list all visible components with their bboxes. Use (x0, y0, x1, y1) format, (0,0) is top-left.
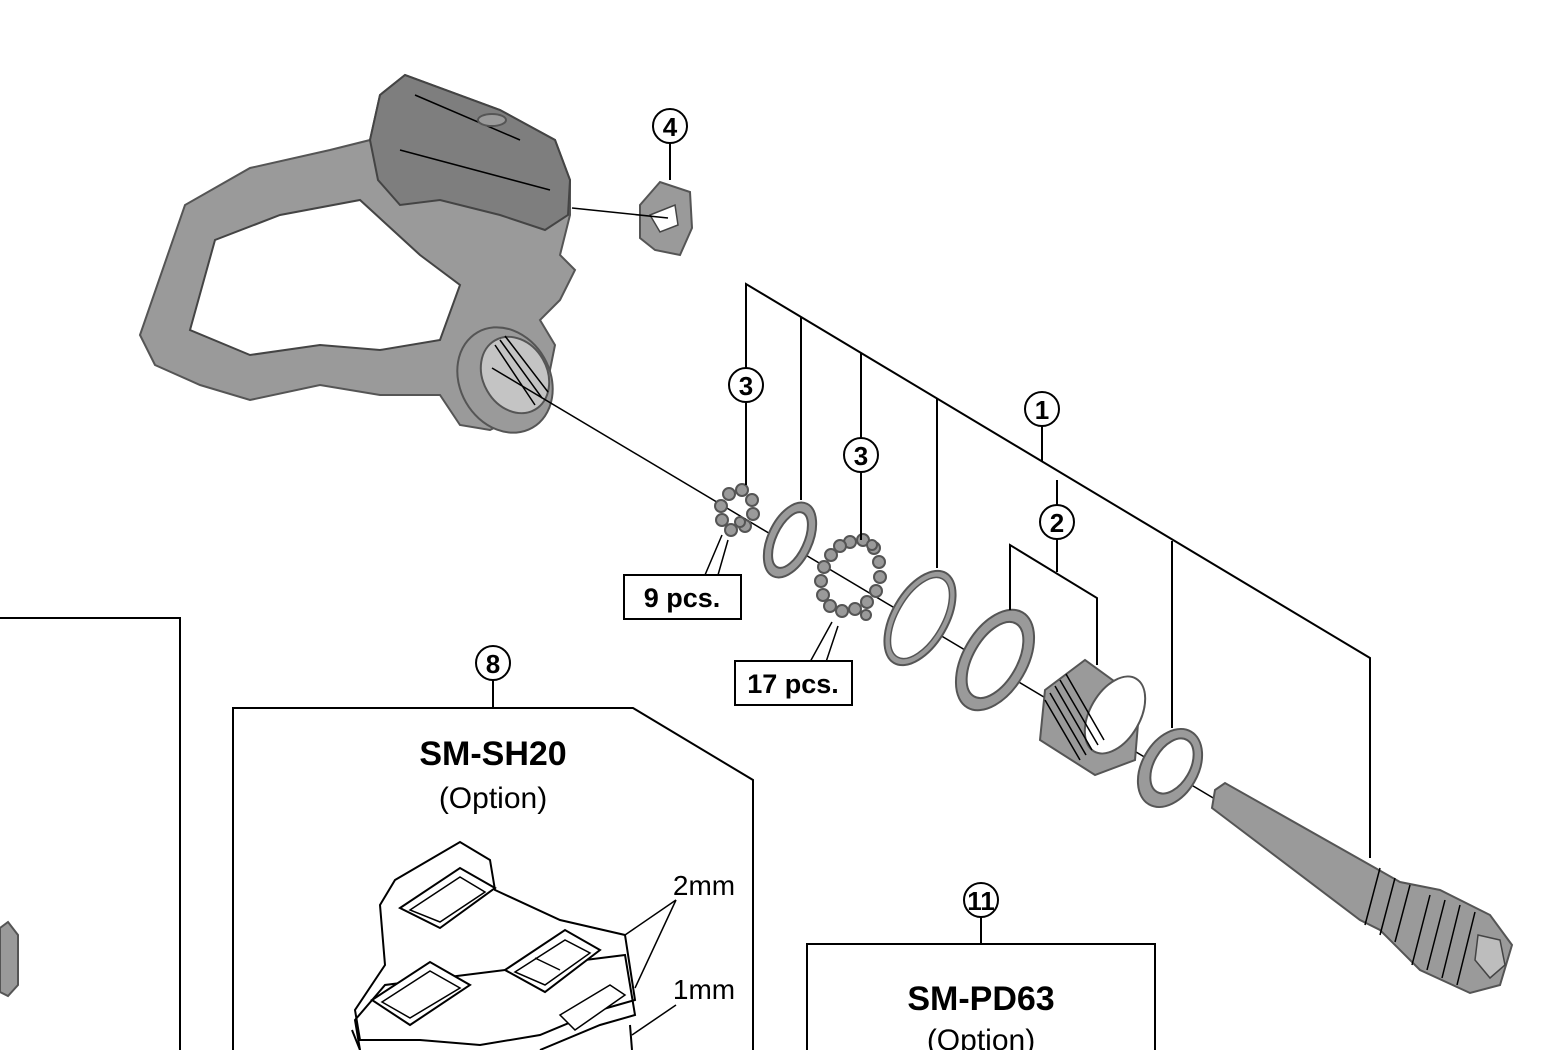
svg-text:1: 1 (1035, 395, 1049, 425)
svg-text:4: 4 (663, 112, 678, 142)
svg-text:8: 8 (486, 649, 500, 679)
left-box-part (0, 920, 19, 998)
pedal-spindle (1210, 781, 1514, 995)
cleat-option-box: 8 SM-SH20 (Option) 2mm 1mm (232, 645, 754, 1050)
cleat-model-name: SM-SH20 (419, 735, 566, 773)
svg-text:3: 3 (854, 441, 868, 471)
cleat-option-note: (Option) (439, 782, 547, 815)
left-option-box (0, 617, 181, 1050)
shim-2mm-label: 2mm (673, 870, 735, 901)
threaded-cone (1038, 658, 1147, 777)
callout-3-left: 3 (728, 367, 764, 403)
qty-label-9: 9 pcs. (623, 574, 742, 620)
qty-label-17: 17 pcs. (734, 660, 853, 706)
pedal-body (138, 73, 577, 434)
lock-nut (954, 608, 1036, 712)
small-washer (762, 501, 818, 579)
bushing (1136, 728, 1204, 808)
shim-1mm-label: 1mm (673, 974, 735, 1005)
large-bearing-balls (814, 533, 887, 621)
callout-4: 4 (652, 108, 688, 144)
callout-8 (475, 645, 511, 681)
pedal-option-model-name: SM-PD63 (907, 980, 1054, 1018)
thin-ring (883, 569, 957, 667)
svg-text:2: 2 (1050, 508, 1064, 538)
leader-lines (669, 143, 1371, 858)
callout-11 (963, 882, 999, 918)
svg-text:11: 11 (967, 886, 995, 916)
callout-2: 2 (1039, 504, 1075, 540)
callout-1: 1 (1024, 391, 1060, 427)
callout-3-right: 3 (843, 437, 879, 473)
pedal-option-box: 11 SM-PD63 (Option) (806, 882, 1156, 1050)
rear-cover-part (571, 180, 694, 257)
svg-text:9 pcs.: 9 pcs. (644, 583, 721, 613)
svg-text:17 pcs.: 17 pcs. (747, 669, 839, 699)
small-bearing-balls (714, 483, 760, 537)
cleat-illustration (351, 840, 637, 1050)
svg-text:3: 3 (739, 371, 753, 401)
pedal-option-note: (Option) (927, 1024, 1035, 1050)
